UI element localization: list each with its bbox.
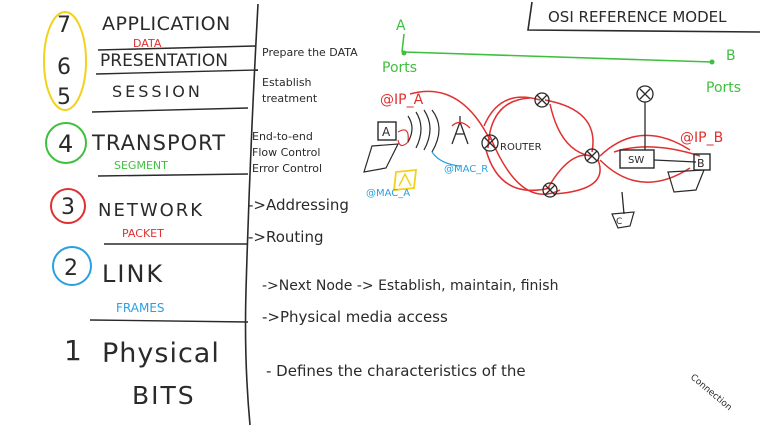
layer-4-desc-1: End-to-end — [252, 130, 313, 143]
layer-1-number: 1 — [64, 334, 82, 367]
ports-a-label: Ports — [382, 60, 417, 76]
host-a-label: A — [382, 125, 391, 139]
layer-7-number: 7 — [57, 13, 71, 38]
layer-4-name: TRANSPORT — [91, 131, 226, 155]
layer-2-pdu: FRAMES — [116, 301, 165, 315]
red-circle-3 — [50, 188, 86, 224]
layer-3-number: 3 — [61, 195, 75, 220]
layer-1-desc-2: Connection — [688, 373, 733, 413]
blue-circle-2 — [52, 246, 92, 286]
layer-6-desc: Prepare the DATA — [262, 46, 358, 59]
yellow-circle-7-6-5 — [43, 11, 87, 111]
layer-4-desc-2: Flow Control — [252, 146, 320, 159]
green-host-a-label: A — [396, 18, 406, 34]
host-a-box — [377, 121, 397, 141]
layer-separators — [89, 45, 259, 323]
ports-b-label: Ports — [706, 80, 741, 96]
layer-5-number: 5 — [57, 85, 71, 110]
layer-2-desc-2: ->Physical media access — [262, 308, 448, 326]
layer-1-desc-1: - Defines the characteristics of the — [266, 362, 526, 380]
layer-2-number: 2 — [64, 256, 78, 281]
layer-5-desc-1: Establish — [262, 76, 312, 89]
host-b-label: B — [697, 157, 705, 170]
layer-3-desc-1: ->Addressing — [248, 196, 349, 214]
title-box: OSI REFERENCE MODEL — [527, 1, 761, 33]
mac-a-label: @MAC_A — [366, 188, 410, 199]
layer-3-name: NETWORK — [98, 200, 204, 221]
switch-label: SW — [628, 155, 644, 166]
ip-b-label: @IP_B — [680, 130, 723, 146]
layer-7-name: APPLICATION — [102, 13, 231, 35]
layer-4-pdu: SEGMENT — [114, 159, 168, 172]
layer-6-name: PRESENTATION — [100, 51, 228, 71]
green-host-b-label: B — [726, 48, 736, 64]
router-label: ROUTER — [500, 142, 542, 153]
layer-2-desc-1: ->Next Node -> Establish, maintain, fini… — [262, 278, 558, 294]
layer-names: APPLICATION DATA PRESENTATION SESSION TR… — [91, 13, 231, 410]
layer-3-pdu: PACKET — [122, 227, 164, 240]
layer-4-desc-3: Error Control — [252, 162, 322, 175]
endpoint-c-label: C — [616, 217, 622, 227]
layer-5-name: SESSION — [112, 82, 203, 101]
switch-box — [619, 149, 655, 169]
layer-5-desc-2: treatment — [262, 92, 318, 105]
layer-6-number: 6 — [57, 55, 71, 80]
layer-6-pdu: DATA — [133, 37, 162, 50]
layer-numbers: 7 6 5 4 3 2 1 — [43, 11, 92, 367]
layer-3-desc-2: ->Routing — [248, 228, 324, 246]
layer-descriptions: Prepare the DATA Establish treatment End… — [248, 46, 734, 413]
layer-divider — [244, 3, 259, 426]
layer-2-name: LINK — [102, 260, 164, 288]
ip-a-label: @IP_A — [380, 92, 424, 108]
layer-4-number: 4 — [58, 130, 73, 158]
mac-r-label: @MAC_R — [444, 164, 488, 175]
layer-1-pdu: BITS — [132, 381, 196, 410]
title: OSI REFERENCE MODEL — [548, 8, 727, 26]
layer-1-name: Physical — [102, 338, 220, 369]
network-diagram: A Ports B Ports @IP_A @IP_B A @MAC_A @MA… — [363, 18, 741, 229]
green-circle-4 — [45, 122, 87, 164]
